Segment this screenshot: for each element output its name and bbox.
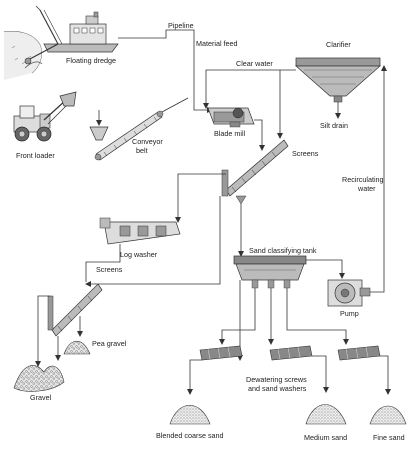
conveyor-label-line2: belt bbox=[136, 146, 148, 155]
floating-dredge-label: Floating dredge bbox=[66, 56, 116, 65]
gravel-pile bbox=[13, 365, 65, 392]
pea-gravel-pile bbox=[63, 340, 91, 355]
blended-coarse-sand-pile bbox=[169, 405, 211, 425]
hopper-icon bbox=[89, 126, 109, 141]
floating-dredge-icon bbox=[24, 5, 119, 65]
tank-to-pump-line bbox=[306, 259, 345, 279]
log-washer-icon bbox=[99, 217, 181, 245]
mill-to-screens-line bbox=[254, 119, 265, 151]
front-loader-icon bbox=[13, 91, 77, 142]
logwasher-to-lower-screens-line bbox=[85, 244, 121, 282]
upper-screens-icon bbox=[221, 139, 289, 205]
pea-gravel-label: Pea gravel bbox=[92, 339, 127, 348]
medium-sand-pile bbox=[305, 404, 347, 425]
dewatering-screw-medium-icon bbox=[269, 345, 313, 361]
recirculating-label-line2: water bbox=[357, 184, 376, 193]
material-feed-label: Material feed bbox=[196, 39, 238, 48]
recirculating-water-line bbox=[370, 65, 387, 293]
tank-to-fine-line bbox=[286, 288, 349, 345]
sand-classifying-tank-label: Sand classifying tank bbox=[249, 246, 317, 255]
front-loader-label: Front loader bbox=[16, 151, 55, 160]
log-washer-label: Log washer bbox=[120, 250, 158, 259]
sand-classifying-tank-icon bbox=[233, 255, 307, 289]
coarse-to-pile-line bbox=[187, 359, 202, 395]
pipeline-label: Pipeline bbox=[168, 21, 194, 30]
silt-drain-label: Silt drain bbox=[320, 121, 348, 130]
tank-to-coarse-line bbox=[219, 288, 256, 345]
blade-mill-label: Blade mill bbox=[214, 129, 246, 138]
recirculating-label-line1: Recirculating bbox=[342, 175, 384, 184]
pump-label: Pump bbox=[340, 309, 359, 318]
lower-screens-label: Screens bbox=[96, 265, 123, 274]
fine-to-pile-line bbox=[380, 355, 391, 395]
clear-water-label: Clear water bbox=[236, 59, 273, 68]
blended-coarse-sand-label: Blended coarse sand bbox=[156, 431, 224, 440]
dewatering-screw-fine-icon bbox=[337, 345, 381, 361]
riverbank bbox=[3, 31, 43, 80]
medium-to-pile-line bbox=[312, 355, 329, 393]
lower-screens-icon bbox=[47, 283, 103, 337]
fine-sand-label: Fine sand bbox=[373, 433, 405, 442]
clear-water-line bbox=[203, 69, 296, 109]
upper-screens-label: Screens bbox=[292, 149, 319, 158]
lower-screens-to-gravel-line bbox=[35, 295, 50, 367]
blade-mill-icon bbox=[207, 107, 255, 128]
gravel-label: Gravel bbox=[30, 393, 52, 402]
clarifier-label: Clarifier bbox=[326, 40, 351, 49]
conveyor-belt-icon bbox=[94, 110, 164, 161]
clarifier-icon bbox=[295, 57, 381, 103]
fine-sand-pile bbox=[369, 405, 407, 425]
pump-icon bbox=[327, 279, 371, 307]
pipeline-line bbox=[118, 29, 213, 113]
screens-to-logwasher-line bbox=[175, 173, 226, 223]
medium-sand-label: Medium sand bbox=[304, 433, 347, 442]
conveyor-label-line1: Conveyor bbox=[132, 137, 163, 146]
conveyor-to-mill-line bbox=[161, 97, 189, 113]
dewatering-label-line2: and sand washers bbox=[248, 384, 307, 393]
dewatering-screw-coarse-icon bbox=[199, 345, 243, 361]
dewatering-label-line1: Dewatering screws bbox=[246, 375, 307, 384]
screens-to-lower-screens-line bbox=[85, 196, 221, 287]
